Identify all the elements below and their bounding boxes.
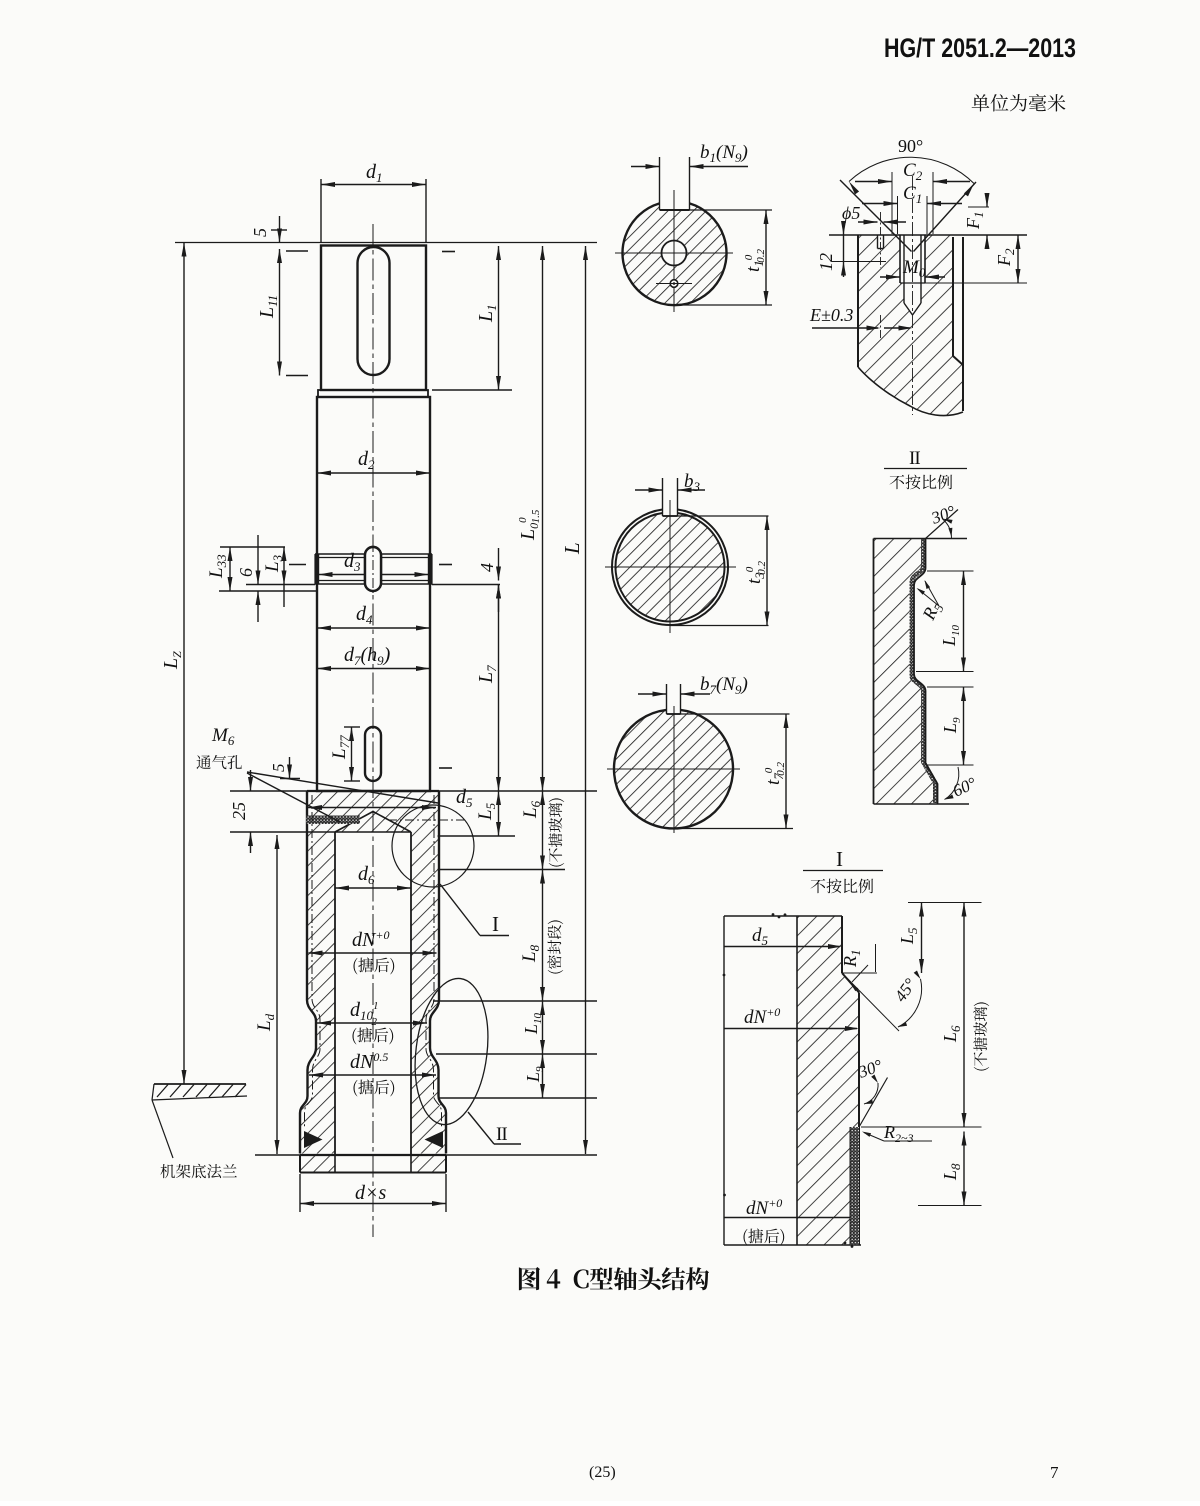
svg-text:b7(N9): b7(N9) xyxy=(700,674,748,697)
svg-text:d×s: d×s xyxy=(355,1182,386,1204)
svg-text:5: 5 xyxy=(250,228,270,237)
svg-text:I: I xyxy=(836,847,843,871)
svg-text:(25): (25) xyxy=(589,1464,616,1481)
svg-text:25: 25 xyxy=(229,802,249,820)
svg-text:b1(N9): b1(N9) xyxy=(700,142,748,165)
svg-text:I: I xyxy=(492,912,499,936)
svg-text:5: 5 xyxy=(269,764,288,773)
svg-text:II: II xyxy=(909,448,920,469)
svg-text:90°: 90° xyxy=(898,136,923,156)
svg-text:HG/T 2051.2—2013: HG/T 2051.2—2013 xyxy=(884,33,1076,63)
svg-text:4: 4 xyxy=(477,563,497,572)
svg-text:ϕ5: ϕ5 xyxy=(842,203,860,223)
svg-text:12: 12 xyxy=(816,253,836,271)
svg-text:7: 7 xyxy=(1050,1463,1059,1482)
svg-text:L: L xyxy=(560,542,584,555)
svg-text:6: 6 xyxy=(236,568,256,577)
svg-text:d7(h9): d7(h9) xyxy=(344,644,391,668)
svg-text:II: II xyxy=(496,1124,507,1145)
svg-text:E±0.3: E±0.3 xyxy=(809,305,853,325)
